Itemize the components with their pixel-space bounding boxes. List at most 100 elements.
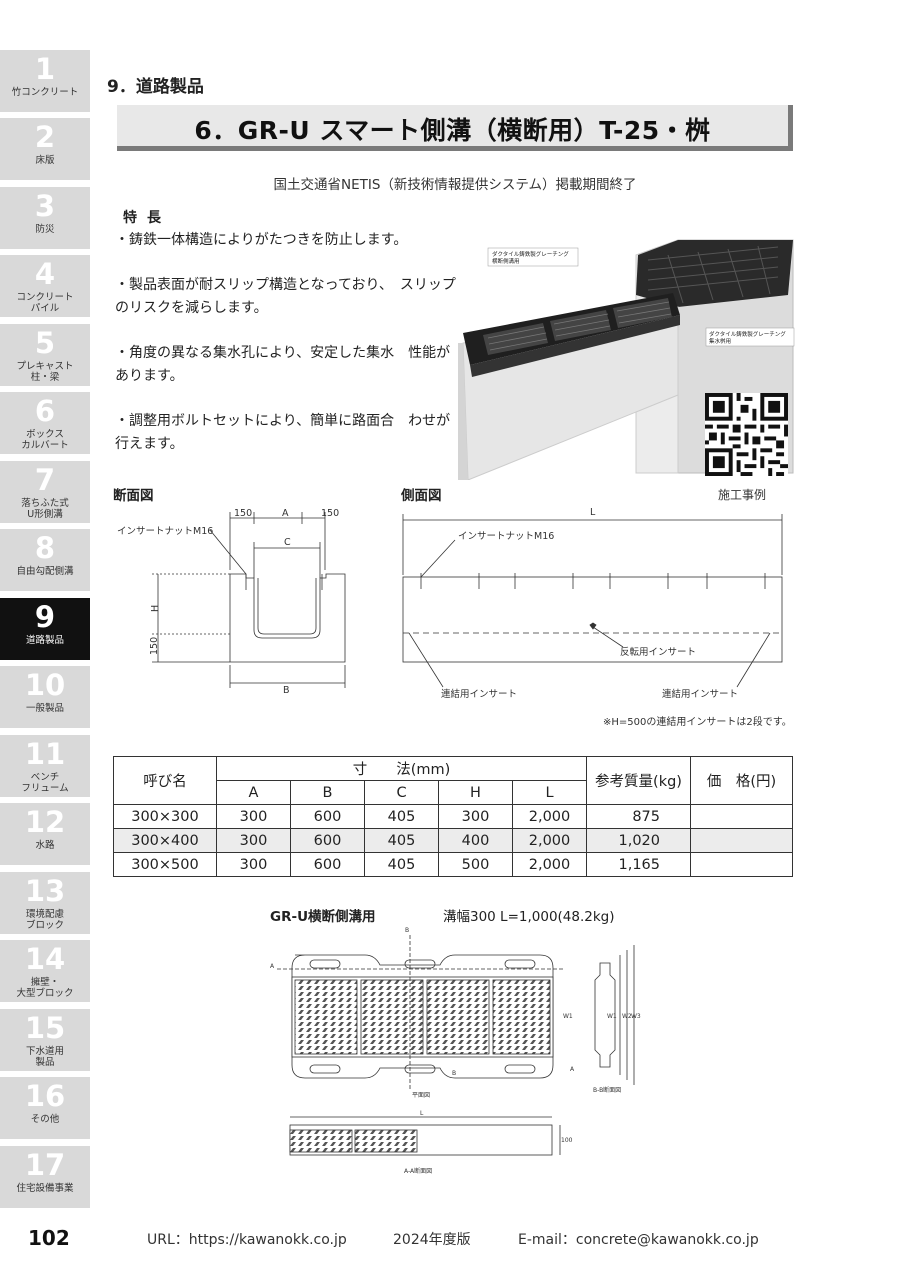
dim-h: H — [150, 604, 161, 612]
grate-title: GR-U横断側溝用 — [270, 909, 376, 925]
title-banner: 6．GR-U スマート側溝（横断用）T-25・桝 — [117, 105, 793, 151]
cross-section-drawing — [152, 512, 346, 688]
cell-h: 400 — [438, 828, 513, 853]
page-title: 6．GR-U スマート側溝（横断用）T-25・桝 — [194, 116, 711, 145]
chapter-number: 13 — [24, 874, 66, 908]
table-row: 300×400 300 600 405 400 2,000 1,020 — [113, 828, 793, 853]
cell-l: 2,000 — [512, 804, 587, 829]
netis-notice: 国土交通省NETIS（新技術情報提供システム）掲載期間終了 — [273, 177, 637, 193]
cell-price — [690, 804, 793, 829]
cell-mass: 1,165 — [586, 852, 691, 877]
footer-url[interactable]: URL：https://kawanokk.co.jp — [147, 1232, 347, 1248]
photo-label-basin-line1: ダクタイル鋳鉄製グレーチング — [709, 330, 786, 338]
section-heading: 9．道路製品 — [107, 77, 204, 97]
side-view-title: 側面図 — [401, 488, 442, 504]
qr-code[interactable] — [705, 393, 788, 476]
cross-section-title: 断面図 — [113, 488, 154, 504]
feature-item: ・角度の異なる集水孔により、安定した集水 性能があります。 — [115, 345, 451, 384]
bb-caption: B-B断面図 — [593, 1087, 622, 1094]
cell-l: 2,000 — [512, 852, 587, 877]
chapter-label: 水路 — [35, 840, 55, 851]
chapter-number: 7 — [34, 463, 56, 497]
chapter-number: 8 — [34, 531, 56, 565]
feature-item: ・鋳鉄一体構造によりがたつきを防止します。 — [115, 232, 408, 248]
chapter-number: 15 — [24, 1011, 66, 1045]
cell-a: 300 — [216, 852, 291, 877]
nut-label-cross: インサートナットM16 — [117, 526, 214, 537]
cell-b: 600 — [290, 804, 365, 829]
insert-note: ※H=500の連結用インサートは2段です。 — [603, 717, 792, 728]
photo-caption: 施工事例 — [718, 488, 767, 502]
dim-l: L — [590, 507, 596, 518]
chapter-label: 一般製品 — [25, 703, 64, 714]
table-row: 300×300 300 600 405 300 2,000 875 — [113, 804, 793, 829]
mark-b-top: B — [405, 927, 410, 934]
header-h: H — [438, 780, 513, 805]
header-b: B — [290, 780, 365, 805]
chapter-number: 6 — [34, 394, 56, 428]
cell-a: 300 — [216, 828, 291, 853]
chapter-number: 2 — [34, 120, 56, 154]
footer-email[interactable]: E-mail：concrete@kawanokk.co.jp — [518, 1232, 759, 1248]
dim-150-bottom: 150 — [149, 636, 160, 655]
chapter-label: ボックス カルバート — [21, 429, 69, 451]
chapter-number: 10 — [24, 668, 66, 702]
aa-caption: A-A断面図 — [404, 1168, 433, 1175]
cell-price — [690, 852, 793, 877]
chapter-number: 1 — [34, 52, 56, 86]
chapter-label: コンクリート パイル — [16, 292, 74, 314]
mark-w3: W3 — [631, 1013, 641, 1020]
chapter-label: 防災 — [35, 224, 55, 235]
side-view-drawing — [402, 514, 783, 688]
mark-w1: W1 — [607, 1013, 617, 1020]
cell-b: 600 — [290, 828, 365, 853]
cell-h: 500 — [438, 852, 513, 877]
chapter-number: 11 — [24, 737, 66, 771]
chapter-number: 14 — [24, 942, 66, 976]
plan-caption: 平面図 — [412, 1092, 431, 1099]
cell-price — [690, 828, 793, 853]
flip-insert-label: 反転用インサート — [620, 647, 697, 658]
chapter-label: ベンチ フリューム — [21, 772, 69, 794]
chapter-number: 17 — [24, 1148, 66, 1182]
header-l: L — [512, 780, 587, 805]
features-heading: 特長 — [123, 210, 171, 226]
table-row: 300×500 300 600 405 500 2,000 1,165 — [113, 852, 793, 877]
cell-c: 405 — [364, 852, 439, 877]
footer-edition: 2024年度版 — [393, 1232, 471, 1248]
grate-drawing — [277, 935, 635, 1156]
chapter-label: 床版 — [35, 155, 55, 166]
dim-150-left: 150 — [234, 508, 253, 519]
product-photo: ダクタイル鋳鉄製グレーチング 横断側溝用 ダクタイル鋳鉄製グレーチング 集水桝用 — [458, 239, 795, 480]
photo-label-channel-line2: 横断側溝用 — [492, 257, 520, 265]
feature-item: ・製品表面が耐スリップ構造となっており、 スリップのリスクを減らします。 — [115, 277, 456, 316]
header-mass: 参考質量(kg) — [586, 756, 691, 805]
chapter-number: 5 — [34, 326, 56, 360]
chapter-label: 住宅設備事業 — [16, 1183, 74, 1194]
chapter-number: 12 — [24, 805, 66, 839]
mark-a-bottom: A — [570, 1066, 575, 1073]
nut-label-side: インサートナットM16 — [458, 531, 555, 542]
cell-b: 600 — [290, 852, 365, 877]
cell-h: 300 — [438, 804, 513, 829]
chapter-label: 道路製品 — [25, 635, 64, 646]
mark-a-top: A — [270, 963, 275, 970]
photo-label-basin-line2: 集水桝用 — [709, 337, 731, 345]
